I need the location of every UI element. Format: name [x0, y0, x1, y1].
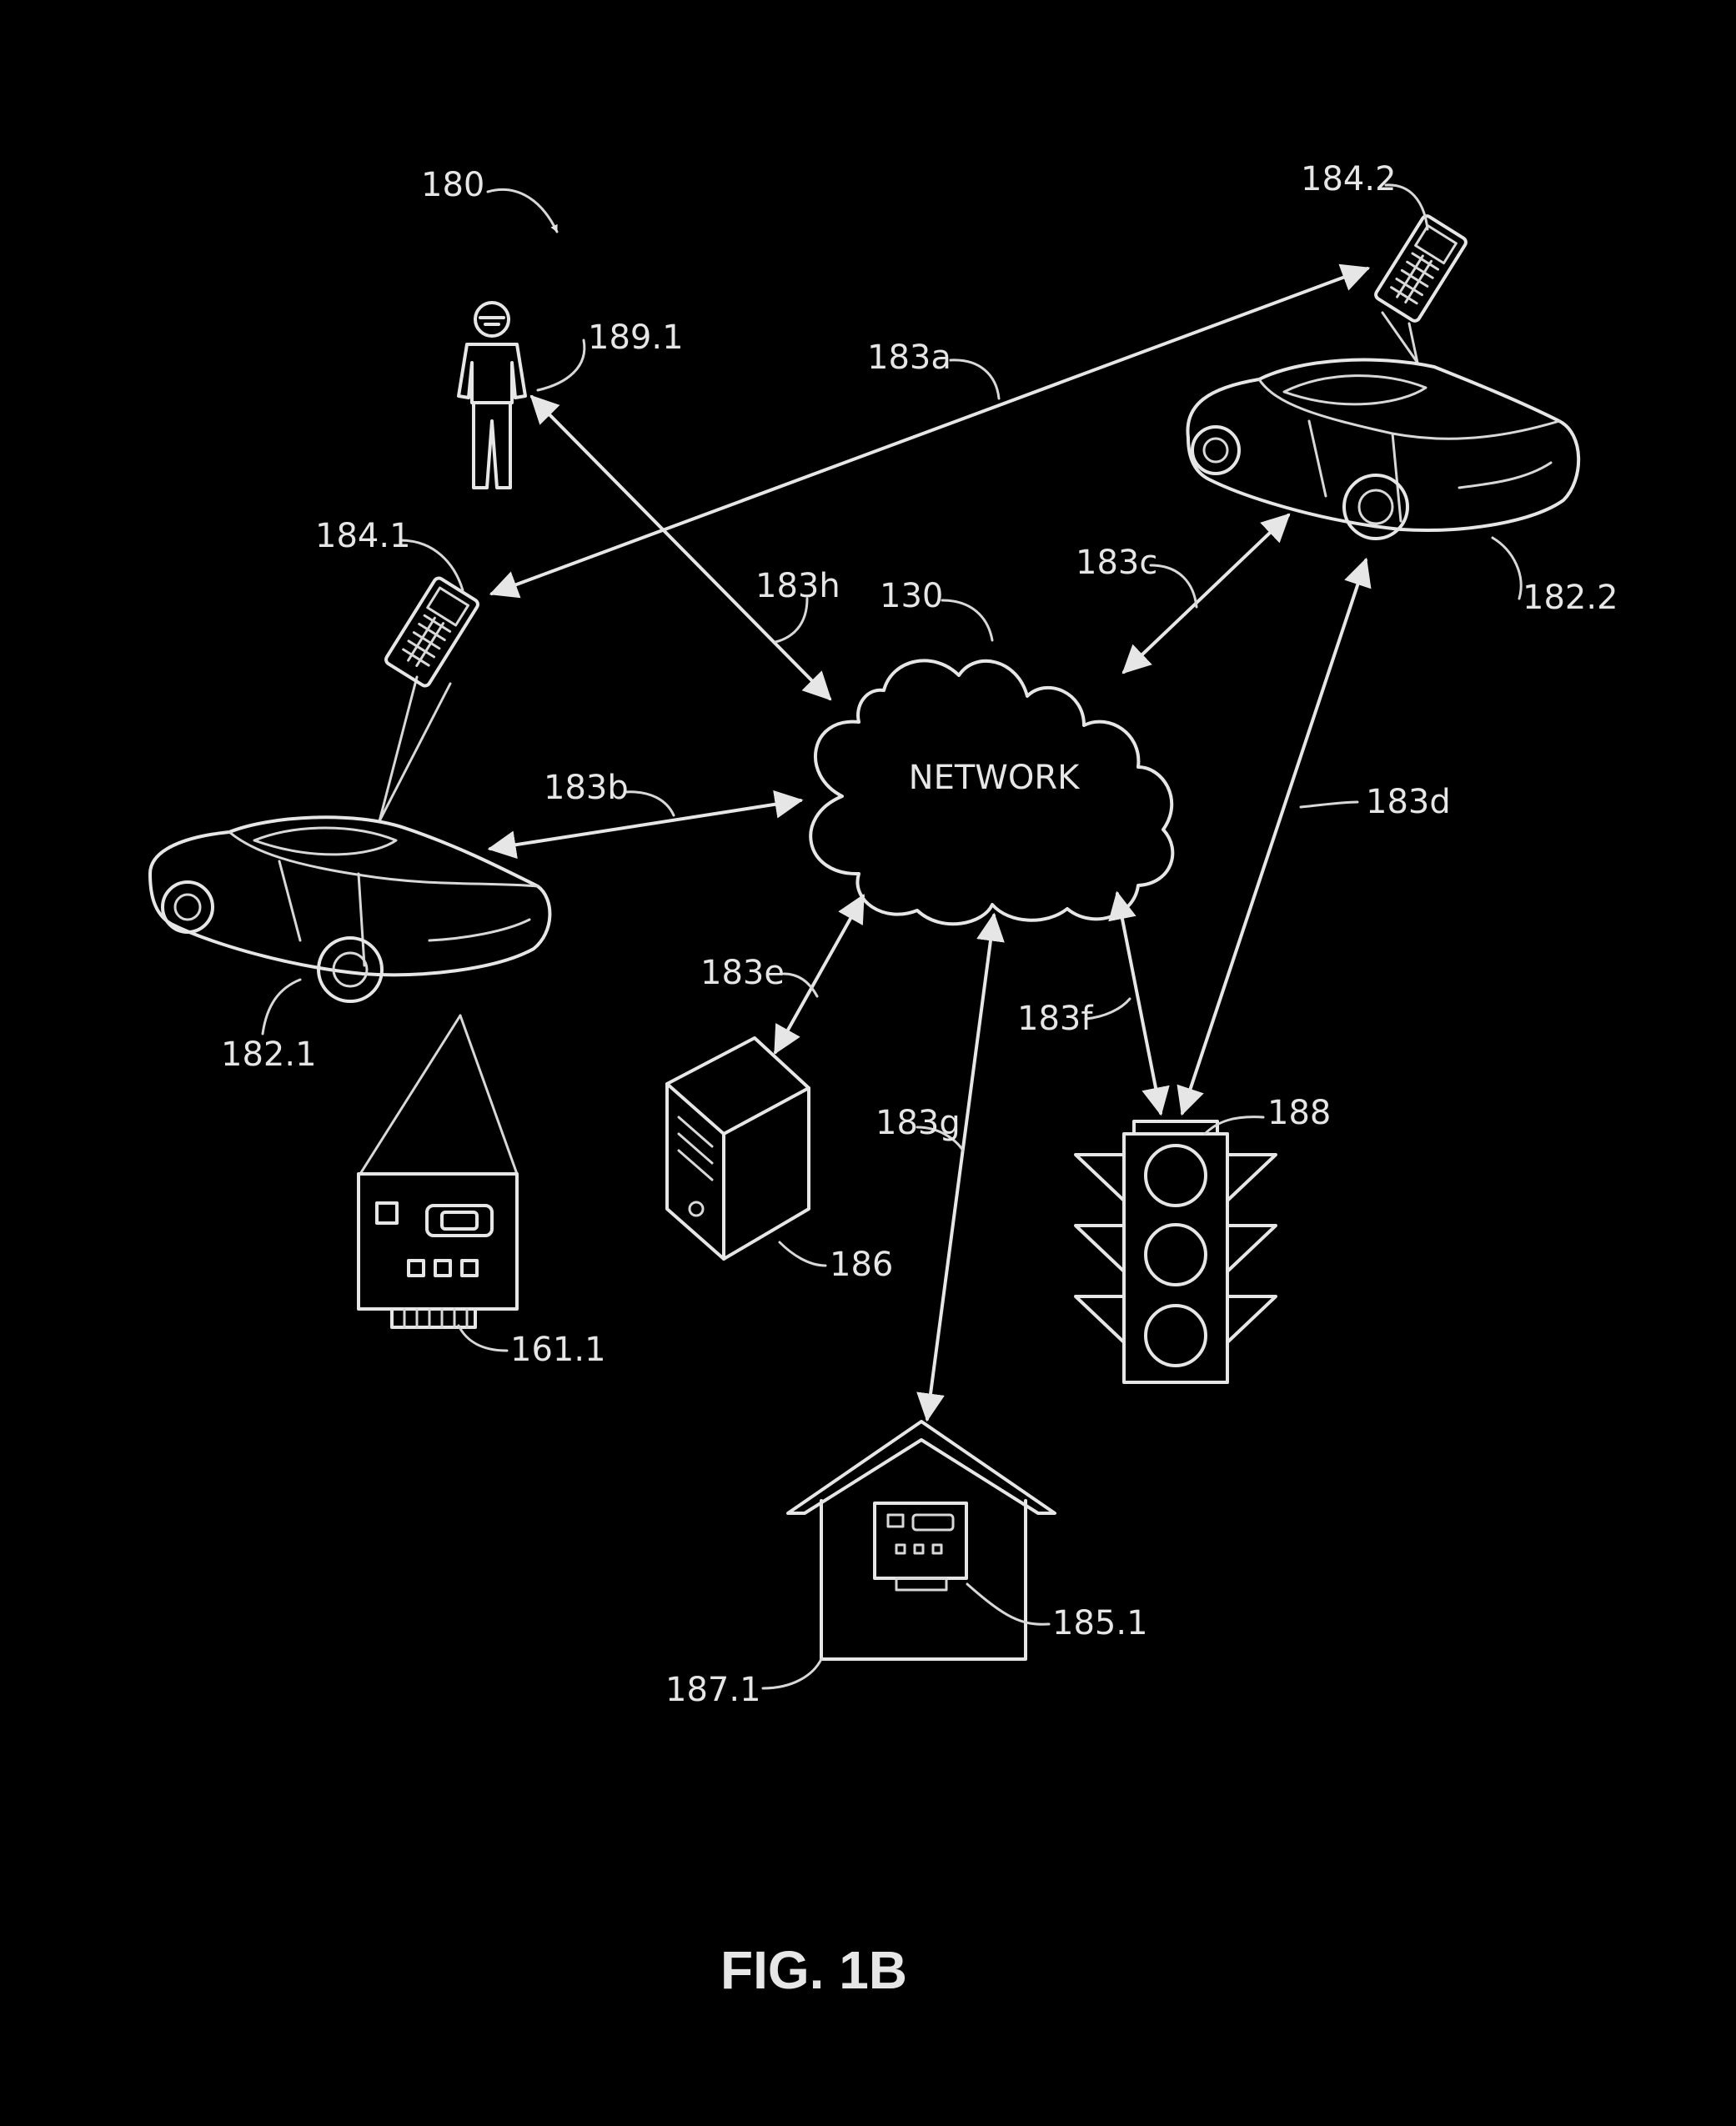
leader-182-1 [261, 978, 302, 1035]
labels: 180 184.2 189.1 183a 184.1 183c 183h 130… [221, 160, 1618, 1709]
label-161-1: 161.1 [510, 1331, 606, 1369]
beam-line [1381, 311, 1419, 364]
home-device-185-1 [873, 1502, 968, 1592]
leader-183c [1149, 564, 1198, 609]
label-183e: 183e [700, 954, 785, 992]
home-187-1 [786, 1420, 1056, 1661]
control-unit-icon [357, 1172, 519, 1329]
label-185-1: 185.1 [1052, 1604, 1148, 1642]
leader-182-2 [1491, 536, 1523, 600]
leader-183e [782, 972, 819, 998]
label-130: 130 [880, 577, 943, 615]
label-183f: 183f [1017, 1000, 1093, 1038]
label-183b: 183b [544, 769, 629, 807]
car-icon [148, 815, 552, 1003]
label-189-1: 189.1 [588, 318, 684, 357]
leader-180 [486, 188, 559, 233]
leader-185-1 [966, 1582, 1051, 1626]
car-182-2 [1186, 358, 1581, 540]
label-188: 188 [1267, 1094, 1331, 1132]
link-183f [1108, 890, 1170, 1116]
device-161-1 [357, 1172, 519, 1329]
label-187-1: 187.1 [665, 1671, 761, 1709]
leader-189-1 [536, 338, 586, 392]
label-184-1: 184.1 [315, 517, 411, 555]
label-182-2: 182.2 [1523, 579, 1618, 617]
label-183g: 183g [876, 1104, 961, 1142]
leader-188 [1203, 1116, 1265, 1136]
leader-161-1 [457, 1324, 509, 1352]
network-cloud: NETWORK [809, 659, 1175, 926]
link-183g [916, 912, 1005, 1422]
label-183c: 183c [1076, 544, 1157, 582]
network-label: NETWORK [909, 759, 1081, 797]
label-184-2: 184.2 [1301, 160, 1397, 198]
leader-130 [941, 599, 994, 642]
leader-183f [1084, 997, 1131, 1020]
label-183h: 183h [755, 567, 840, 605]
phone-184-1 [384, 576, 479, 688]
phone-icon [384, 576, 479, 688]
link-183b [487, 790, 804, 860]
leader-183a [949, 359, 1001, 400]
beam-line [459, 1014, 519, 1176]
leader-184-2 [1384, 183, 1429, 231]
link-183c [1121, 513, 1291, 674]
person-icon [457, 301, 527, 489]
cloud-icon [809, 659, 1175, 926]
leader-lines [261, 183, 1523, 1690]
phone-184-2 [1374, 214, 1468, 323]
link-183e [774, 894, 865, 1055]
car-182-1 [148, 815, 552, 1003]
leader-183g [916, 1126, 965, 1152]
server-icon [665, 1036, 810, 1261]
label-180: 180 [421, 166, 484, 204]
house-icon [786, 1420, 1056, 1661]
traffic-light-188 [1074, 1120, 1277, 1384]
person-189-1 [457, 301, 527, 489]
leader-186 [778, 1241, 827, 1267]
label-183d: 183d [1366, 783, 1451, 821]
beam-line [1407, 322, 1419, 364]
leader-187-1 [761, 1657, 823, 1690]
leader-183h [774, 597, 809, 644]
link-183h [529, 394, 832, 701]
label-186: 186 [830, 1246, 893, 1284]
car-icon [1186, 358, 1581, 540]
link-183a [489, 263, 1371, 599]
leader-184-1 [399, 539, 464, 592]
traffic-light-icon [1074, 1120, 1277, 1384]
server-186 [665, 1036, 810, 1261]
label-183a: 183a [867, 338, 951, 377]
beam-line [359, 1014, 462, 1176]
leader-183d [1299, 800, 1359, 809]
phone-icon [1374, 214, 1468, 323]
figure-caption: FIG. 1B [720, 1940, 907, 2000]
beam-line [378, 682, 452, 823]
link-183d [1177, 557, 1372, 1116]
beam-line [378, 675, 419, 823]
label-182-1: 182.1 [221, 1035, 317, 1074]
leader-183b [624, 790, 675, 817]
links [359, 263, 1419, 1422]
